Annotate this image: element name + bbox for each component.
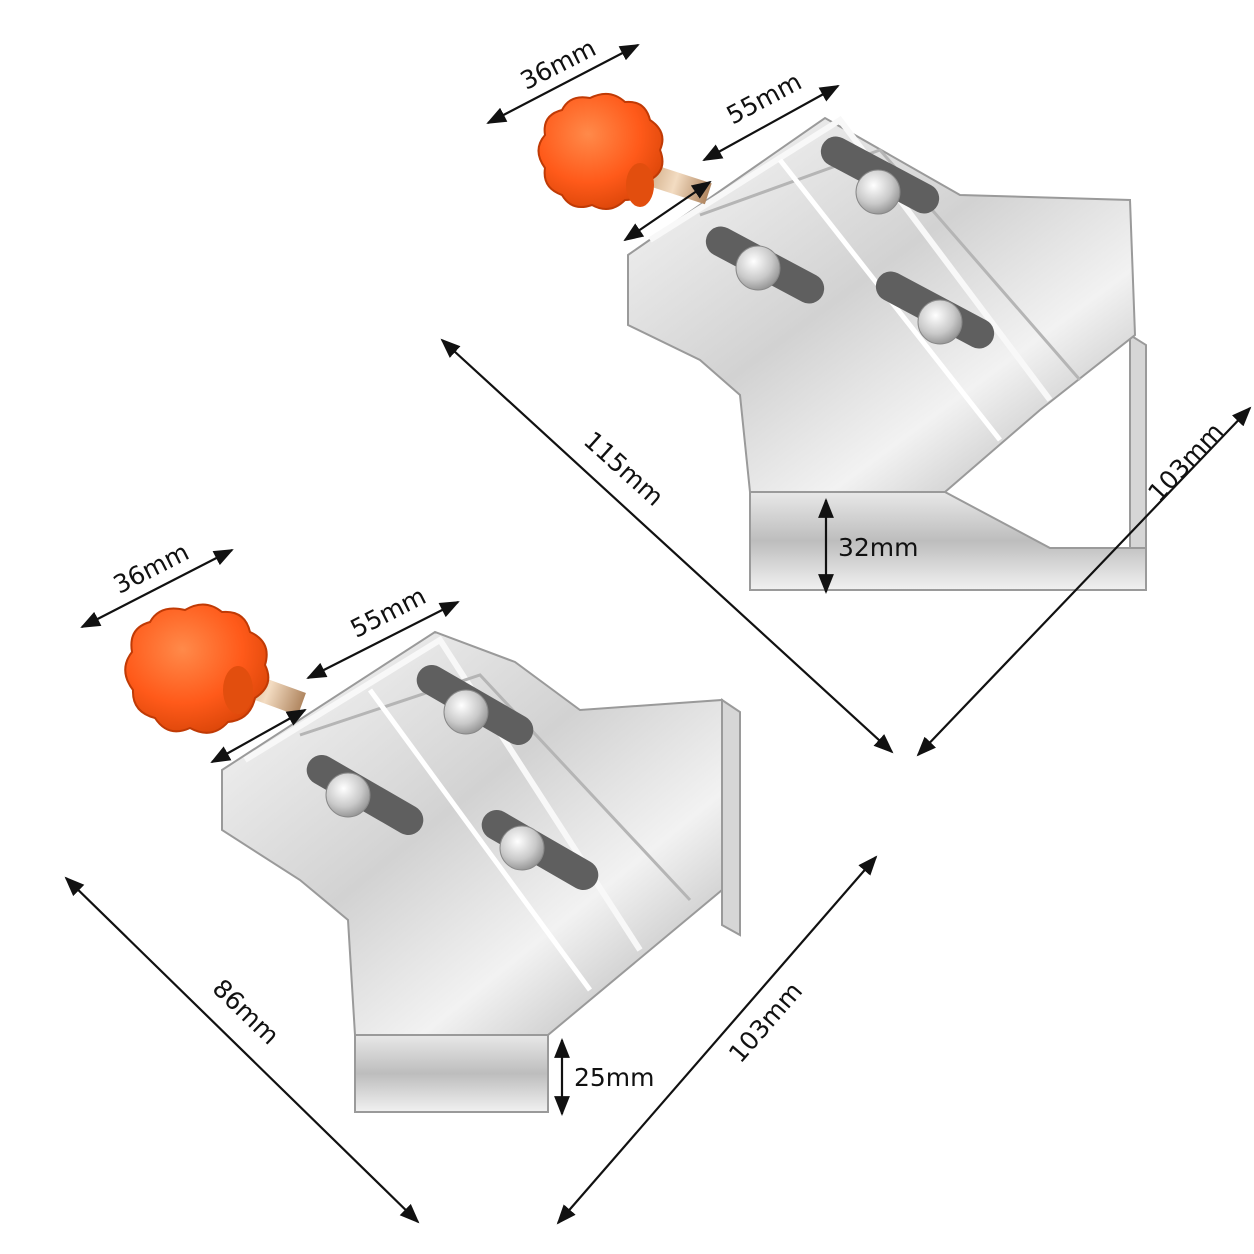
small-side-dimension-line — [556, 855, 878, 1225]
large-plate-width-label: 55mm — [722, 67, 807, 130]
small-diagonal-length-label: 86mm — [207, 973, 285, 1050]
small-corner-clamp — [124, 603, 741, 1113]
small-plate-end-tick — [210, 709, 307, 763]
small-rail-highlight-2 — [367, 688, 593, 992]
small-knob-icon — [124, 603, 270, 734]
large-plate-end-tick — [623, 180, 712, 242]
large-diagonal-length-label: 115mm — [578, 426, 669, 512]
large-rail-groove — [699, 148, 1082, 381]
dimension-lines — [64, 44, 1252, 1225]
large-corner-clamp — [537, 92, 1147, 591]
small-front-jaw — [354, 1034, 549, 1113]
large-pin — [855, 169, 901, 215]
small-plate-dimension-line — [306, 601, 460, 679]
small-pin — [325, 772, 371, 818]
small-pin — [443, 689, 489, 735]
large-side-dimension-line — [916, 406, 1252, 757]
large-pin — [735, 245, 781, 291]
large-front-jaw — [749, 491, 1147, 591]
large-knob-dimension-line — [486, 44, 640, 124]
small-side-jaw — [721, 698, 741, 937]
large-diagonal-dimension-line — [440, 338, 894, 754]
small-diagonal-dimension-line — [64, 876, 420, 1224]
large-plate-dimension-line — [702, 85, 840, 161]
large-rail-highlight — [648, 115, 1053, 402]
small-knob-width-label: 36mm — [109, 537, 194, 599]
small-knob-hub — [223, 666, 253, 714]
large-jaw-height-label: 32mm — [838, 533, 919, 562]
small-jaw-height-label: 25mm — [574, 1063, 655, 1092]
large-side-length-label: 103mm — [1142, 417, 1229, 507]
large-pin — [917, 299, 963, 345]
small-plate-width-label: 55mm — [346, 581, 431, 643]
large-knob-hub — [626, 163, 654, 207]
large-side-jaw — [1129, 333, 1147, 549]
small-pin — [499, 825, 545, 871]
small-side-length-label: 103mm — [723, 977, 808, 1069]
small-knob-dimension-line — [80, 549, 234, 628]
